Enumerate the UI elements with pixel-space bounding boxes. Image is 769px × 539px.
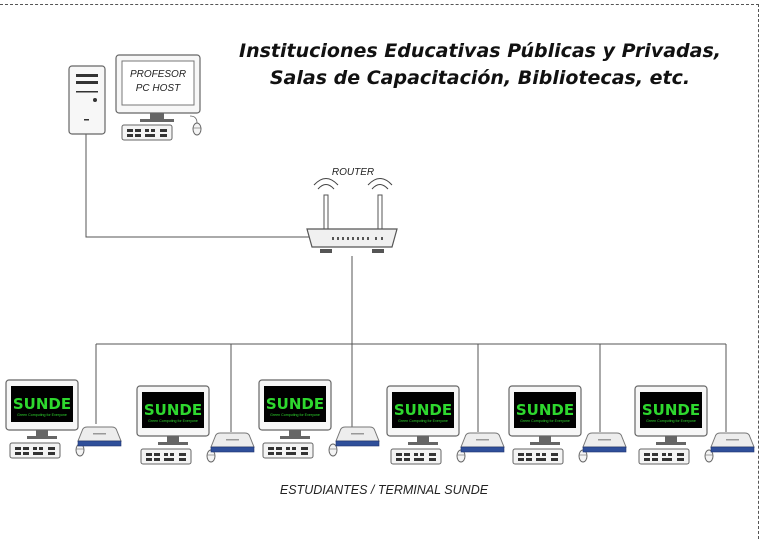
- keyboard-icon: [121, 124, 173, 141]
- host-monitor-screen: [121, 60, 195, 106]
- sunde-logo-text: SUNDE: [144, 401, 202, 419]
- terminal-screen: [11, 386, 73, 422]
- sunde-logo-text: SUNDE: [266, 395, 324, 413]
- sunde-terminal-box-icon: [460, 432, 505, 453]
- terminal-screen: [392, 392, 454, 428]
- keyboard-icon: [390, 448, 442, 465]
- keyboard-icon: [140, 448, 192, 465]
- professor-pc-host: PROFESOR PC HOST: [68, 54, 202, 141]
- host-screen-line-2: PC HOST: [136, 83, 181, 94]
- title-line-2: Salas de Capacitación, Bibliotecas, etc.: [269, 67, 691, 89]
- keyboard-icon: [9, 442, 61, 459]
- sunde-tagline: Green Computing for Everyone: [398, 419, 448, 423]
- keyboard-icon: [512, 448, 564, 465]
- sunde-logo-text: SUNDE: [516, 401, 574, 419]
- sunde-tagline: Green Computing for Everyone: [520, 419, 570, 423]
- sunde-tagline: Green Computing for Everyone: [270, 413, 320, 417]
- terminal-screen: [640, 392, 702, 428]
- sunde-terminal-box-icon: [710, 432, 755, 453]
- terminal-screen: [142, 392, 204, 428]
- terminal-screen: [514, 392, 576, 428]
- diagram-title: Instituciones Educativas Públicas y Priv…: [230, 38, 730, 92]
- sunde-terminal-box-icon: [210, 432, 255, 453]
- mouse-icon: [192, 122, 202, 136]
- network-cables: [85, 133, 727, 432]
- sunde-tagline: Green Computing for Everyone: [646, 419, 696, 423]
- sunde-tagline: Green Computing for Everyone: [17, 413, 67, 417]
- keyboard-icon: [638, 448, 690, 465]
- sunde-logo-text: SUNDE: [642, 401, 700, 419]
- keyboard-icon: [262, 442, 314, 459]
- router-label: ROUTER: [332, 167, 374, 178]
- dashed-frame: [0, 4, 759, 539]
- sunde-logo-text: SUNDE: [13, 395, 71, 413]
- sunde-logo-text: SUNDE: [394, 401, 452, 419]
- sunde-terminal-box-icon: [582, 432, 627, 453]
- sunde-terminal-box-icon: [77, 426, 122, 447]
- wifi-signal-icon: [313, 178, 393, 190]
- router: ROUTER: [306, 167, 398, 253]
- terminal-screen: [264, 386, 326, 422]
- footer-label: ESTUDIANTES / TERMINAL SUNDE: [280, 483, 489, 497]
- host-screen-line-1: PROFESOR: [130, 69, 186, 80]
- sunde-tagline: Green Computing for Everyone: [148, 419, 198, 423]
- sunde-terminal-box-icon: [335, 426, 380, 447]
- title-line-1: Instituciones Educativas Públicas y Priv…: [239, 40, 721, 62]
